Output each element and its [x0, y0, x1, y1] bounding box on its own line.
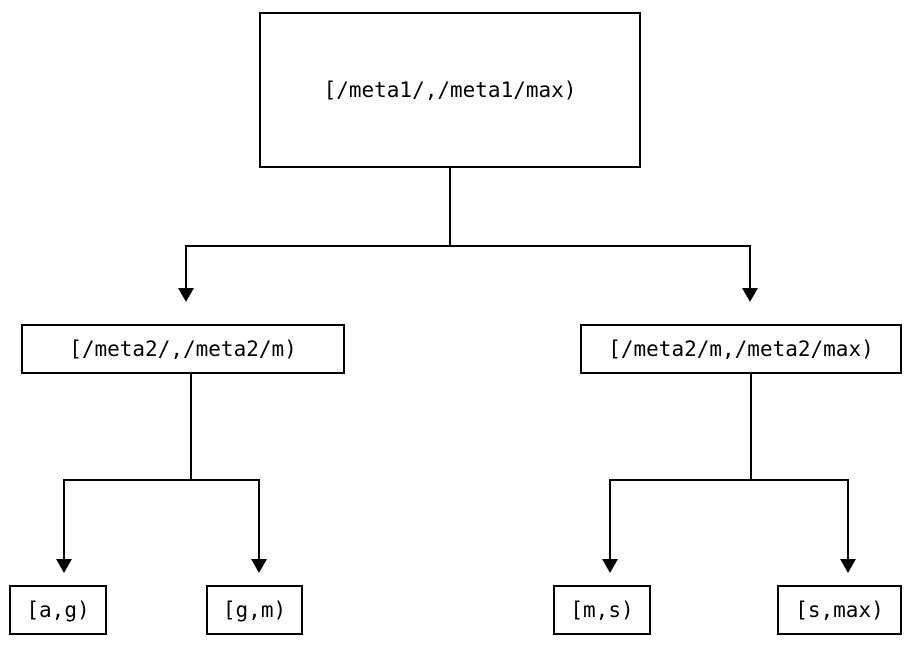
arrowhead-root-to-mid-right-icon — [742, 288, 758, 302]
edge-mid-right-to-leaf-smax — [847, 479, 849, 559]
tree-node-leaf-gm[interactable]: [g,m) — [206, 585, 303, 635]
tree-node-mid-right[interactable]: [/meta2/m,/meta2/max) — [580, 324, 902, 374]
edge-root-stem — [449, 168, 451, 247]
edge-root-bar — [185, 245, 751, 247]
tree-node-root[interactable]: [/meta1/,/meta1/max) — [259, 12, 641, 168]
edge-mid-right-to-leaf-ms — [609, 479, 611, 559]
tree-node-mid-left-label: [/meta2/,/meta2/m) — [69, 337, 297, 361]
tree-node-leaf-ag-label: [a,g) — [26, 598, 90, 622]
tree-node-mid-right-label: [/meta2/m,/meta2/max) — [608, 337, 874, 361]
arrowhead-to-leaf-ag-icon — [56, 559, 72, 573]
tree-node-root-label: [/meta1/,/meta1/max) — [323, 78, 577, 102]
arrowhead-to-leaf-gm-icon — [251, 559, 267, 573]
edge-mid-right-bar — [609, 479, 848, 481]
arrowhead-to-leaf-smax-icon — [840, 559, 856, 573]
edge-mid-left-to-leaf-ag — [63, 479, 65, 559]
tree-node-mid-left[interactable]: [/meta2/,/meta2/m) — [21, 324, 345, 374]
edge-mid-left-stem — [190, 374, 192, 481]
edge-root-to-mid-left — [185, 245, 187, 288]
arrowhead-to-leaf-ms-icon — [602, 559, 618, 573]
tree-node-leaf-ms[interactable]: [m,s) — [553, 585, 651, 635]
edge-mid-right-stem — [750, 374, 752, 481]
tree-node-leaf-gm-label: [g,m) — [222, 598, 287, 622]
edge-mid-left-bar — [63, 479, 259, 481]
edge-mid-left-to-leaf-gm — [258, 479, 260, 559]
tree-node-leaf-smax[interactable]: [s,max) — [777, 585, 902, 635]
tree-node-leaf-ms-label: [m,s) — [570, 598, 634, 622]
edge-root-to-mid-right — [749, 245, 751, 288]
tree-node-leaf-smax-label: [s,max) — [795, 598, 884, 622]
tree-node-leaf-ag[interactable]: [a,g) — [9, 585, 107, 635]
arrowhead-root-to-mid-left-icon — [178, 288, 194, 302]
